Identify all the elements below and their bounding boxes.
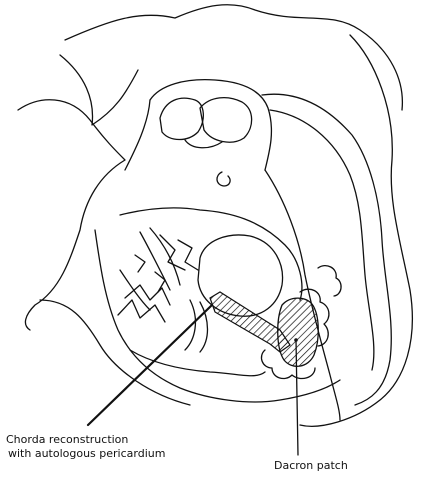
upper-left-tissue (60, 55, 138, 125)
small-curl (217, 172, 230, 186)
left-lower-tissue (40, 300, 190, 405)
ventricle-opening-outline (125, 100, 340, 420)
chordae-tendineae (118, 228, 208, 352)
inner-chamber-outline (120, 208, 302, 300)
valve-leaflet-oval (198, 235, 283, 316)
chorda-label-line1: Chorda reconstruction (6, 433, 128, 447)
left-tissue-fold (18, 100, 125, 330)
right-inner-fold (262, 94, 391, 405)
dacron-label: Dacron patch (274, 459, 348, 473)
chorda-leader-line (88, 305, 212, 425)
dacron-patch (278, 298, 319, 366)
right-papillary-blob (318, 266, 341, 296)
inner-lower-contour (130, 350, 265, 376)
dacron-leader-dot (294, 338, 298, 342)
aortic-root-outline (150, 80, 271, 170)
outer-tissue-outline (65, 5, 402, 110)
aortic-valve-center (185, 140, 222, 148)
aortic-valve-cusp-left (160, 98, 203, 139)
aortic-valve-cusp-right (200, 98, 252, 143)
chorda-label-line2: with autologous pericardium (8, 447, 165, 461)
right-tissue-outline (300, 35, 412, 426)
